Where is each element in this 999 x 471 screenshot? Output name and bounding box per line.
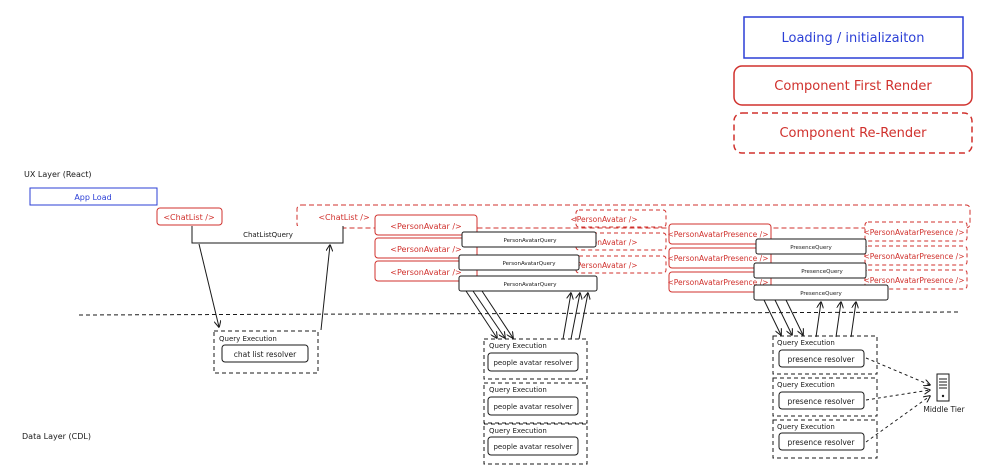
presence-query-execution-box-3 — [772, 419, 878, 459]
presence-query-bar-2 — [753, 262, 867, 279]
presence-resolver-box-1 — [778, 349, 865, 368]
person-avatar-rerender-label-2: <PersonAvatar /> — [570, 238, 637, 247]
person-avatar-rerender-label-1: <PersonAvatar /> — [570, 215, 637, 224]
legend-re-render-label: Component Re-Render — [779, 126, 927, 141]
chatlist-query-down-arrow — [198, 243, 219, 327]
presence-query-bar-3 — [753, 284, 889, 301]
people-avatar-resolver-label-2: people avatar resolver — [493, 403, 572, 411]
presence-query-execution-label-2: Query Execution — [777, 381, 835, 389]
ux-layer-label: UX Layer (React) — [24, 170, 92, 179]
chat-list-resolver-label: chat list resolver — [234, 350, 297, 359]
legend-loading-box — [743, 16, 964, 59]
person-avatar-query-bar-3 — [458, 275, 598, 292]
presence-resolver-box-3 — [778, 432, 865, 451]
middle-tier-arrows — [865, 357, 930, 443]
person-avatar-rerender-box-1 — [575, 209, 667, 228]
presence-query-execution-label-1: Query Execution — [777, 339, 835, 347]
presence-query-execution-box-2 — [772, 377, 878, 417]
person-avatar-label-3: <PersonAvatar /> — [390, 268, 462, 277]
person-avatar-rerender-label-3: <PersonAvatar /> — [570, 261, 637, 270]
app-load-label: App Load — [74, 193, 111, 202]
chatlist-rerender-label: <ChatList /> — [318, 213, 369, 222]
presence-resolver-box-2 — [778, 391, 865, 410]
person-avatar-label-1: <PersonAvatar /> — [390, 222, 462, 231]
avatar-query-execution-label-2: Query Execution — [489, 386, 547, 394]
avatar-query-execution-box-1 — [483, 338, 588, 380]
people-avatar-resolver-label-3: people avatar resolver — [493, 443, 572, 451]
presence-query-execution-box-1 — [772, 335, 878, 375]
people-avatar-resolver-label-1: people avatar resolver — [493, 359, 572, 367]
legend-loading-label: Loading / initializaiton — [782, 31, 925, 46]
presence-rerender-label-3: <PersonAvatarPresence /> — [864, 276, 965, 285]
app-load-box — [29, 187, 158, 206]
person-avatar-presence-box-2 — [668, 247, 772, 269]
person-avatar-box-2 — [374, 237, 478, 259]
presence-query-label-3: PresenceQuery — [800, 291, 842, 297]
avatar-query-execution-label-1: Query Execution — [489, 342, 547, 350]
data-layer-label: Data Layer (CDL) — [22, 432, 91, 441]
chat-list-resolver-box — [221, 344, 309, 363]
presence-rerender-box-3 — [864, 269, 968, 290]
presence-arrows — [763, 299, 856, 338]
person-avatar-presence-box-3 — [668, 271, 772, 293]
people-avatar-resolver-box-3 — [487, 436, 579, 456]
person-avatar-query-label-1: PersonAvatarQuery — [503, 238, 557, 244]
legend: Loading / initializaiton Component First… — [733, 16, 973, 154]
server-icon — [936, 373, 950, 402]
person-avatar-query-label-2: PersonAvatarQuery — [502, 261, 556, 267]
presence-resolver-label-3: presence resolver — [788, 438, 856, 447]
people-avatar-resolver-box-1 — [487, 352, 579, 372]
avatar-query-execution-label-3: Query Execution — [489, 427, 547, 435]
chatlist-first-render-box — [156, 207, 223, 226]
presence-rerender-label-2: <PersonAvatarPresence /> — [864, 252, 965, 261]
chatlist-query-execution-box — [213, 330, 319, 374]
presence-query-label-1: PresenceQuery — [790, 245, 832, 251]
person-avatar-query-bar-2 — [458, 254, 580, 271]
chatlist-rerender-box — [296, 204, 971, 229]
presence-rerender-label-1: <PersonAvatarPresence /> — [864, 228, 965, 237]
person-avatar-presence-label-3: <PersonAvatarPresence /> — [668, 278, 769, 287]
presence-rerender-box-1 — [864, 221, 968, 242]
person-avatar-arrows — [465, 290, 588, 339]
person-avatar-presence-label-1: <PersonAvatarPresence /> — [668, 230, 769, 239]
legend-first-render-label: Component First Render — [774, 79, 932, 94]
presence-query-execution-label-3: Query Execution — [777, 423, 835, 431]
middle-tier-label: Middle Tier — [923, 405, 965, 414]
person-avatar-presence-label-2: <PersonAvatarPresence /> — [668, 254, 769, 263]
person-avatar-presence-box-1 — [668, 223, 772, 245]
chatlist-first-render-label: <ChatList /> — [163, 213, 214, 222]
person-avatar-label-2: <PersonAvatar /> — [390, 245, 462, 254]
presence-query-label-2: PresenceQuery — [801, 269, 843, 275]
avatar-query-execution-box-2 — [483, 382, 588, 424]
person-avatar-query-label-3: PersonAvatarQuery — [503, 282, 557, 288]
chatlist-query-bar — [191, 226, 344, 244]
presence-resolver-label-1: presence resolver — [788, 355, 856, 364]
presence-query-bar-1 — [755, 238, 867, 255]
chatlist-query-execution-label: Query Execution — [219, 335, 277, 343]
presence-rerender-box-2 — [864, 245, 968, 266]
person-avatar-box-1 — [374, 214, 478, 236]
presence-resolver-label-2: presence resolver — [788, 397, 856, 406]
people-avatar-resolver-box-2 — [487, 396, 579, 416]
layer-divider — [78, 311, 961, 316]
person-avatar-box-3 — [374, 260, 478, 282]
legend-re-render-box — [733, 112, 973, 154]
chatlist-query-up-arrow — [320, 245, 330, 331]
avatar-query-execution-box-3 — [483, 423, 588, 465]
chatlist-query-label: ChatListQuery — [243, 231, 293, 239]
person-avatar-query-bar-1 — [461, 231, 597, 248]
legend-first-render-box — [733, 65, 973, 106]
